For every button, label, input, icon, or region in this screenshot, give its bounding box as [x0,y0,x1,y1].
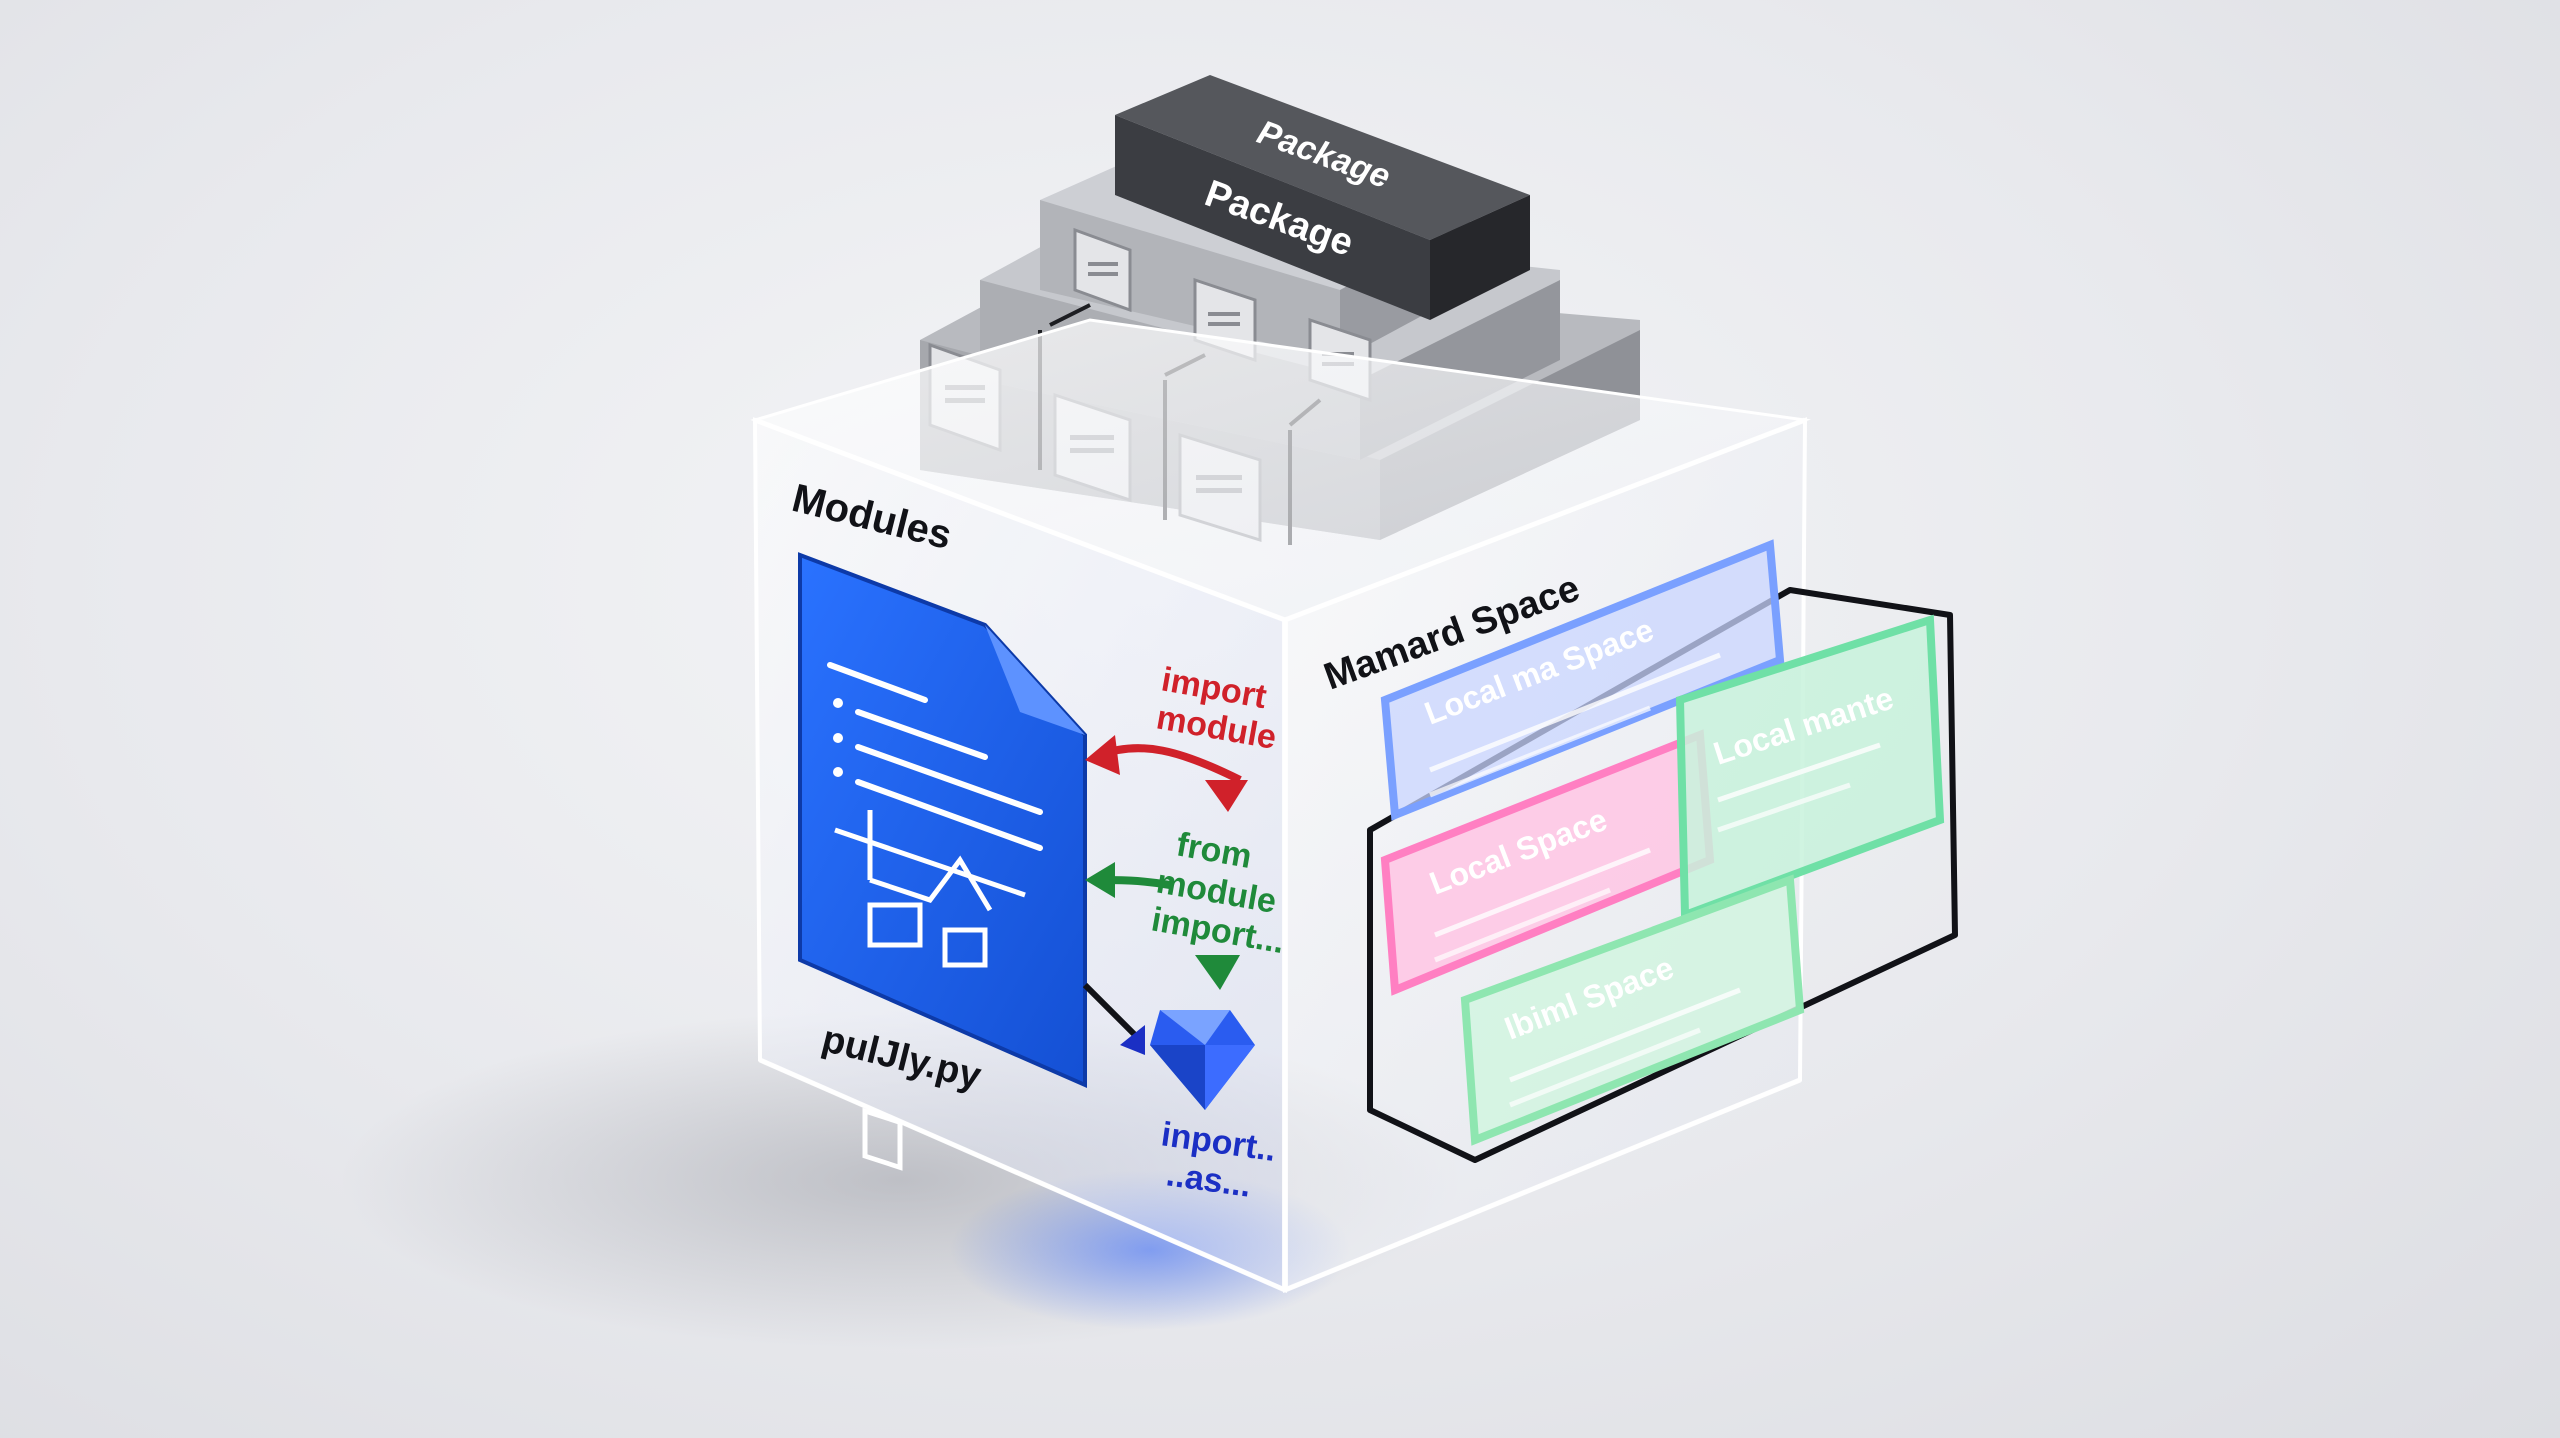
gem-icon [1150,1010,1255,1110]
package-block-front [1115,115,1430,320]
import-arrow-black [1082,982,1138,1038]
namespace-frame [1367,587,1958,1163]
folder-icon [1073,227,1132,313]
module-file-icon [798,552,1087,1171]
namespace-panel-mint: Ibiml Space [1460,874,1805,1146]
namespace-panel-green: Local mante [1675,614,1945,921]
package-block-side [1430,195,1530,320]
package-block-top [1115,75,1530,240]
